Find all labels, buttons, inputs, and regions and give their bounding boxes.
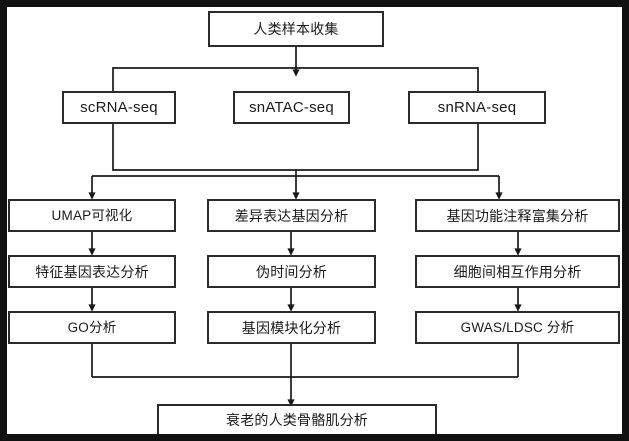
node-umap-visualization[interactable]: UMAP可视化	[8, 199, 176, 232]
node-label: snATAC-seq	[249, 99, 334, 116]
node-pseudotime-analysis[interactable]: 伪时间分析	[207, 255, 376, 288]
node-go-analysis[interactable]: GO分析	[8, 311, 176, 344]
node-deg-analysis[interactable]: 差异表达基因分析	[207, 199, 376, 232]
node-gwas-ldsc-analysis[interactable]: GWAS/LDSC 分析	[415, 311, 620, 344]
node-label: UMAP可视化	[51, 207, 133, 223]
node-human-sample-collection[interactable]: 人类样本收集	[208, 11, 384, 47]
node-label: 细胞间相互作用分析	[453, 263, 582, 280]
node-marker-gene-expression[interactable]: 特征基因表达分析	[8, 255, 176, 288]
node-label: scRNA-seq	[80, 99, 158, 116]
node-label: 基因模块化分析	[241, 319, 342, 336]
node-scrna-seq[interactable]: scRNA-seq	[62, 91, 176, 124]
node-label: 基因功能注释富集分析	[446, 207, 589, 224]
node-gene-module-analysis[interactable]: 基因模块化分析	[207, 311, 376, 344]
node-label: GWAS/LDSC 分析	[460, 319, 575, 335]
node-cell-cell-interaction[interactable]: 细胞间相互作用分析	[415, 255, 620, 288]
node-label: 特征基因表达分析	[35, 263, 149, 280]
node-label: 伪时间分析	[256, 263, 327, 280]
node-aging-human-skeletal-muscle[interactable]: 衰老的人类骨骼肌分析	[157, 404, 437, 436]
node-label: snRNA-seq	[437, 99, 517, 116]
node-label: 人类样本收集	[253, 21, 339, 37]
node-gene-function-enrichment[interactable]: 基因功能注释富集分析	[415, 199, 620, 232]
node-label: 差异表达基因分析	[234, 207, 349, 224]
node-label: 衰老的人类骨骼肌分析	[226, 412, 368, 428]
assay-bus-rectangle	[112, 67, 479, 171]
node-snrna-seq[interactable]: snRNA-seq	[408, 91, 546, 124]
node-snatac-seq[interactable]: snATAC-seq	[233, 91, 350, 124]
node-label: GO分析	[67, 319, 117, 335]
